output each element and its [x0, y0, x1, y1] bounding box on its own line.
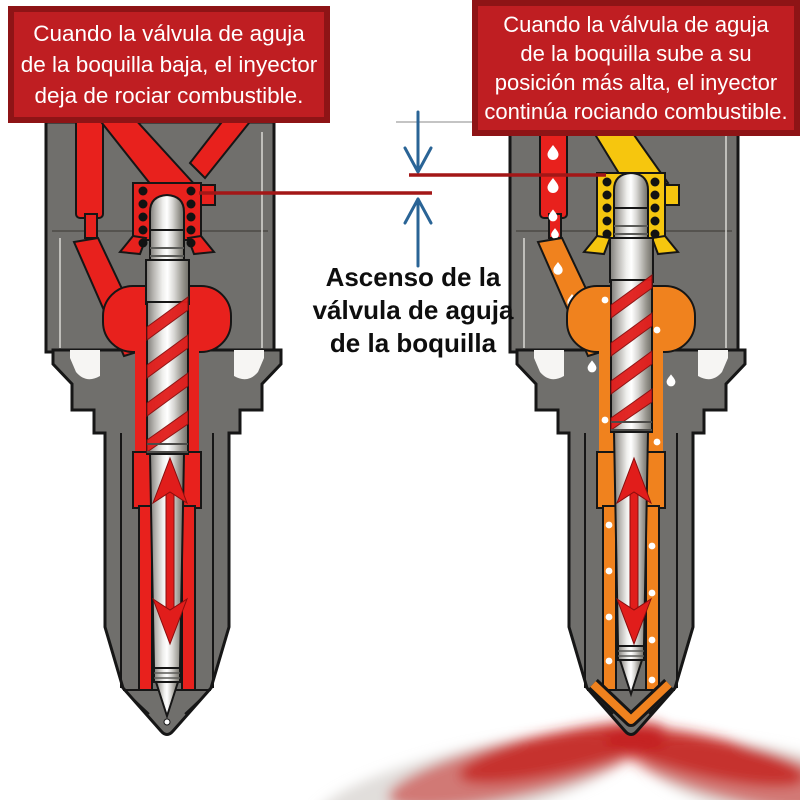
needle-lift-label-line: de la boquilla	[329, 328, 497, 358]
needle-lift-label-line: Ascenso de la	[325, 262, 501, 292]
needle-lift-label-line: válvula de aguja	[312, 295, 514, 325]
caption-right-line: Cuando la válvula de aguja	[503, 12, 769, 37]
right-spring-coils	[602, 177, 660, 239]
caption-left-line: de la boquilla baja, el inyector	[20, 52, 318, 77]
caption-right-line: posición más alta, el inyector	[494, 70, 778, 95]
right-nozzle-passages	[588, 296, 674, 727]
caption-left: Cuando la válvula de aguja de la boquill…	[8, 6, 330, 123]
dimension-arrow-up	[403, 197, 433, 225]
caption-right-line: continúa rociando combustible.	[484, 99, 788, 124]
dimension-arrow-down	[403, 146, 433, 174]
caption-right: Cuando la válvula de aguja de la boquill…	[472, 0, 800, 136]
caption-left-line: deja de rociar combustible.	[34, 83, 304, 108]
right-injector	[508, 117, 747, 736]
caption-right-line: de la boquilla sube a su	[520, 41, 752, 66]
left-nozzle-passages	[132, 451, 202, 691]
needle-lift-label: Ascenso de la válvula de aguja de la boq…	[288, 261, 538, 360]
caption-left-line: Cuando la válvula de aguja	[33, 21, 305, 46]
right-passage-droplets	[601, 296, 661, 684]
left-needle-seat	[163, 718, 171, 726]
left-spring-coils	[138, 186, 196, 248]
left-injector	[44, 117, 283, 736]
fuel-spray	[313, 721, 800, 800]
